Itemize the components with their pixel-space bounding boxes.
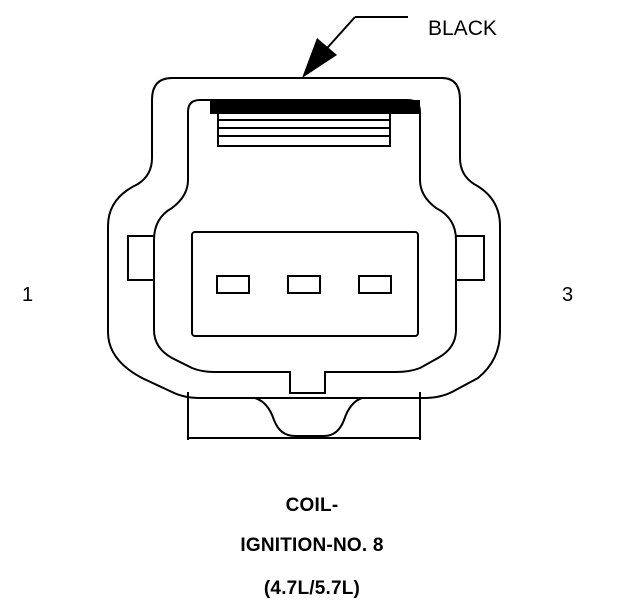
left-side-tab: [127, 235, 154, 281]
connector-color-label: BLACK: [428, 17, 497, 40]
connector-housing-inner: [153, 99, 457, 394]
terminal-slot-1: [216, 275, 250, 294]
lower-shroud: [187, 392, 421, 440]
terminal-slot-2: [287, 275, 321, 294]
connector-housing-outer: [107, 77, 501, 399]
caption-line-3: (4.7L/5.7L): [263, 578, 361, 599]
caption-line-1: COIL-: [285, 495, 339, 516]
pin-1-label: 1: [22, 284, 34, 306]
callout-leader: [302, 16, 408, 78]
pin-3-label: 3: [562, 284, 574, 306]
terminal-slots: [216, 275, 392, 294]
callout-arrowhead: [302, 38, 337, 78]
caption-line-2: IGNITION-NO. 8: [240, 535, 384, 556]
right-side-tab: [456, 235, 485, 281]
terminal-cavity: [191, 231, 419, 337]
terminal-slot-3: [358, 275, 392, 294]
lower-notch: [254, 397, 363, 437]
locking-latch: [210, 99, 420, 147]
